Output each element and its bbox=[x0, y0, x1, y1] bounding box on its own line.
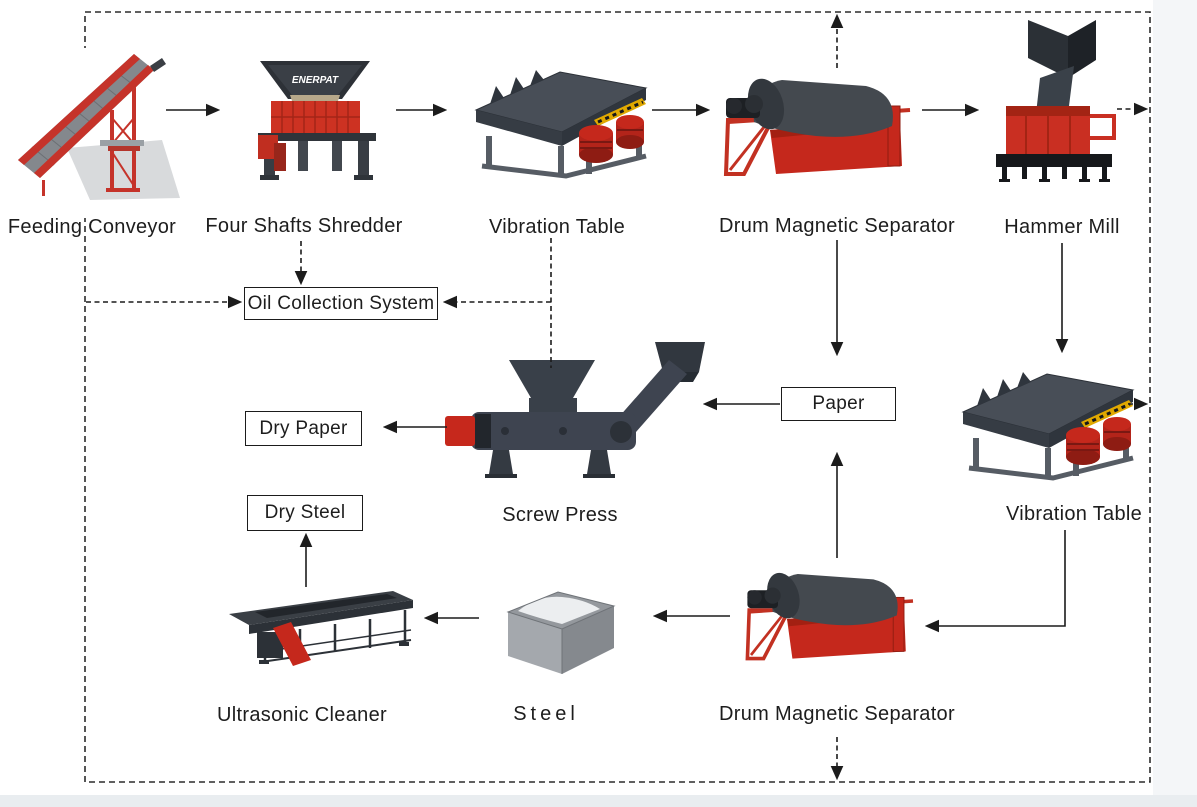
label-drum-magnetic-separator-1: Drum Magnetic Separator bbox=[719, 215, 955, 237]
label-screw-press: Screw Press bbox=[502, 504, 618, 526]
oil-collection-system-box: Oil Collection System bbox=[244, 287, 438, 320]
ultrasonic-cleaner-image bbox=[215, 578, 420, 678]
right-margin-band bbox=[1153, 0, 1197, 795]
paper-box: Paper bbox=[781, 387, 896, 421]
dashed-border-loop bbox=[84, 11, 1151, 783]
label-drum-magnetic-separator-2: Drum Magnetic Separator bbox=[719, 703, 955, 725]
label-feeding-conveyor: Feeding Conveyor bbox=[7, 216, 177, 238]
drum-magnetic-separator-2-image bbox=[740, 554, 920, 668]
four-shafts-shredder-image: ENERPAT bbox=[238, 55, 393, 187]
drum-magnetic-separator-1-image bbox=[718, 58, 917, 184]
feeding-conveyor-image bbox=[12, 48, 187, 218]
label-hammer-mill: Hammer Mill bbox=[1004, 216, 1120, 238]
dry-steel-box: Dry Steel bbox=[247, 495, 363, 531]
label-vibration-table-1: Vibration Table bbox=[488, 216, 626, 238]
vibration-table-2-image bbox=[953, 360, 1141, 485]
label-four-shafts-shredder: Four Shafts Shredder bbox=[205, 215, 403, 237]
dry-paper-box: Dry Paper bbox=[245, 411, 362, 446]
label-steel: Steel bbox=[513, 703, 579, 725]
enerpat-brand-text: ENERPAT bbox=[292, 75, 339, 86]
screw-press-image bbox=[443, 328, 713, 480]
label-vibration-table-2: Vibration Table bbox=[1005, 503, 1143, 525]
edge-vibration-table-2-to-drum-separator-2 bbox=[924, 530, 1066, 633]
steel-box-image bbox=[500, 582, 620, 677]
bottom-margin-band bbox=[0, 795, 1197, 807]
label-ultrasonic-cleaner: Ultrasonic Cleaner bbox=[217, 704, 387, 726]
hammer-mill-image bbox=[978, 16, 1128, 206]
vibration-table-1-image bbox=[466, 58, 654, 183]
